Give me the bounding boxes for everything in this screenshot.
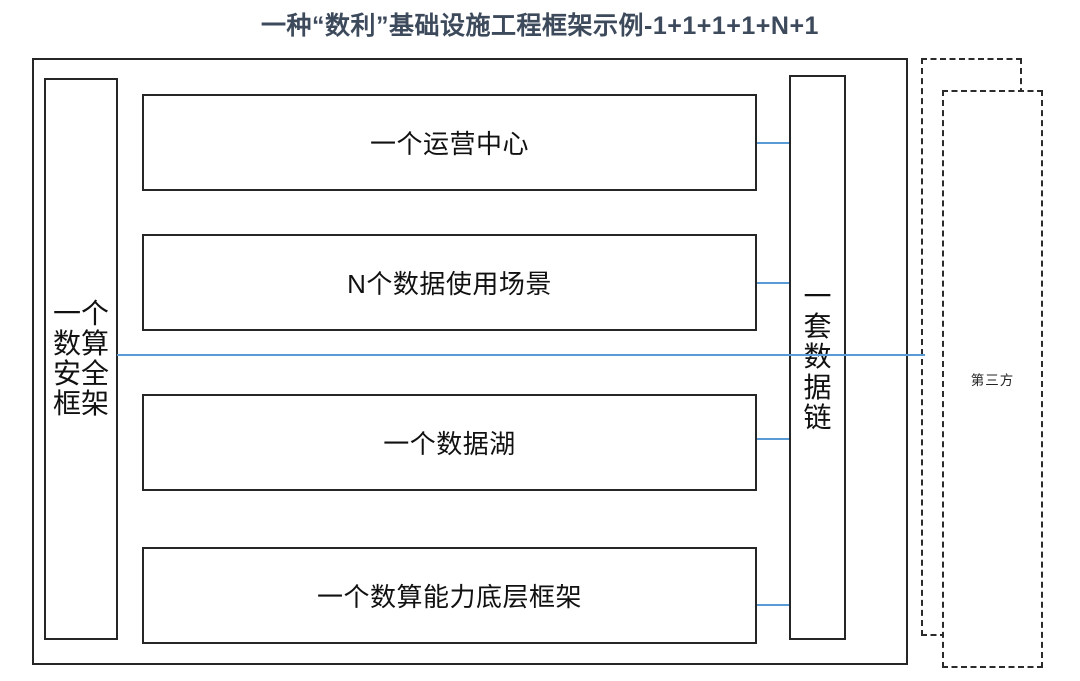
center-box-compute-framework[interactable]: 一个数算能力底层框架 [142, 547, 757, 644]
right-pillar-data-chain[interactable]: 一套 数据 链 [789, 75, 846, 640]
connector-data-scenarios [757, 282, 790, 284]
page-title: 一种“数利”基础设施工程框架示例-1+1+1+1+N+1 [261, 12, 819, 40]
third-party-box[interactable]: 第三方 [942, 90, 1043, 668]
center-box-label-2: 一个数据湖 [383, 429, 516, 459]
center-box-data-lake[interactable]: 一个数据湖 [142, 394, 757, 491]
connector-data-lake [757, 438, 790, 440]
right-pillar-label: 一套 数据 链 [803, 280, 832, 433]
connector-compute-framework [757, 604, 790, 606]
left-pillar-label: 一个 数算 安全 框架 [52, 297, 109, 420]
outer-frame [32, 58, 908, 665]
connector-operations-center [757, 142, 790, 144]
center-box-data-scenarios[interactable]: N个数据使用场景 [142, 234, 757, 331]
left-pillar-security-framework[interactable]: 一个 数算 安全 框架 [44, 78, 118, 640]
center-box-operations-center[interactable]: 一个运营中心 [142, 94, 757, 191]
center-box-label-0: 一个运营中心 [369, 129, 529, 159]
connector-main-horizontal [117, 354, 925, 356]
third-party-label: 第三方 [970, 373, 1015, 388]
center-box-label-3: 一个数算能力底层框架 [316, 582, 582, 612]
center-box-label-1: N个数据使用场景 [347, 269, 552, 299]
